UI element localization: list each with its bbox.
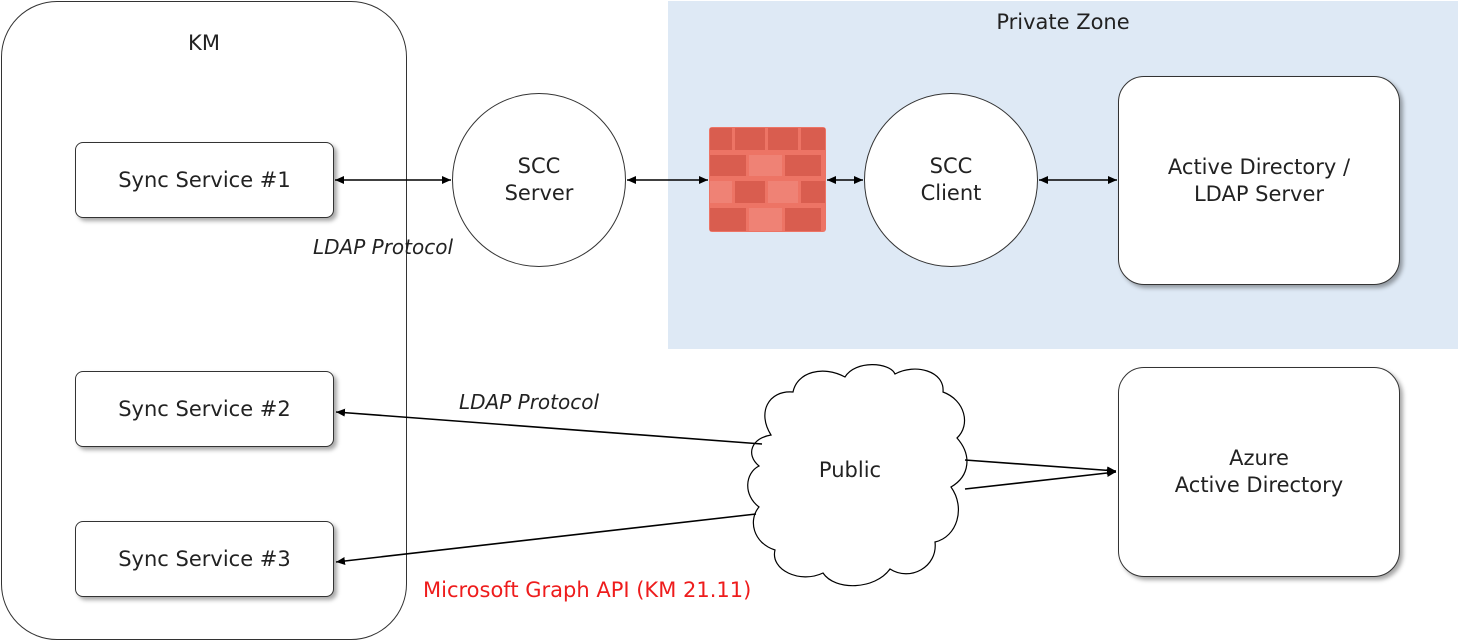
sync-service-1-node[interactable]: Sync Service #1	[75, 142, 334, 218]
active-directory-label: Active Directory / LDAP Server	[1167, 154, 1351, 206]
scc-server-node[interactable]: SCC Server	[452, 93, 626, 267]
edge-label-graph-api: Microsoft Graph API (KM 21.11)	[423, 578, 752, 602]
sync-service-3-node[interactable]: Sync Service #3	[75, 521, 334, 597]
azure-ad-label: Azure Active Directory	[1174, 446, 1344, 497]
scc-client-node[interactable]: SCC Client	[864, 93, 1038, 267]
edge-public-sync2	[335, 408, 763, 445]
sync-service-3-label: Sync Service #3	[118, 546, 291, 571]
edge-label-ldap-protocol-2: LDAP Protocol	[459, 390, 600, 414]
active-directory-node[interactable]: Active Directory / LDAP Server	[1118, 76, 1400, 285]
edge-public-azure-2	[964, 469, 1117, 490]
edge-public-sync3	[335, 513, 757, 565]
azure-ad-node[interactable]: Azure Active Directory	[1118, 367, 1400, 577]
scc-server-label: SCC Server	[504, 154, 574, 205]
scc-client-label: SCC Client	[920, 154, 982, 205]
sync-service-1-label: Sync Service #1	[118, 167, 291, 192]
edge-public-azure-1	[964, 459, 1117, 475]
sync-service-2-node[interactable]: Sync Service #2	[75, 371, 334, 447]
public-cloud-label: Public	[818, 458, 882, 482]
km-label: KM	[188, 31, 220, 55]
firewall-icon	[709, 127, 826, 232]
edge-label-ldap-protocol-1: LDAP Protocol	[313, 235, 454, 259]
public-cloud-shape	[747, 364, 968, 587]
private-zone-label: Private Zone	[996, 10, 1130, 34]
sync-service-2-label: Sync Service #2	[118, 396, 291, 421]
